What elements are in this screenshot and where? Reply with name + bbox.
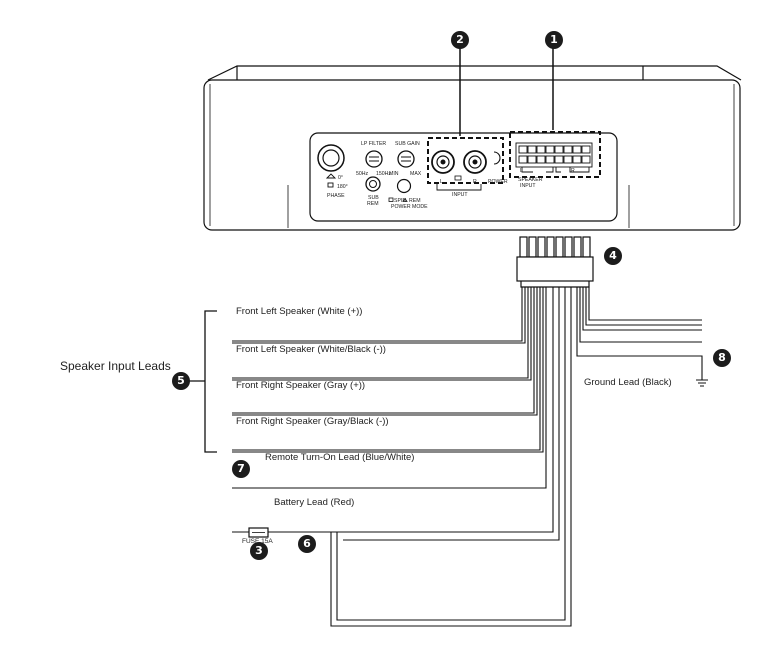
callout-1: 1 [545,31,563,49]
phase-label: PHASE [327,193,345,199]
input-l-label: L [440,179,443,185]
input-r-label: R [473,179,477,185]
remote-lead-label: Remote Turn-On Lead (Blue/White) [265,452,415,463]
rca-input-right [463,150,487,174]
rem-mode-label: REM [409,198,421,204]
min-label: MIN [389,171,399,177]
sub-gain-knob [397,150,415,168]
callout-3: 3 [250,542,268,560]
callout-4: 4 [604,247,622,265]
ground-lead-label: Ground Lead (Black) [584,377,672,388]
sub-label: SUB [368,195,379,201]
callout-6: 6 [298,535,316,553]
front-left-positive-label: Front Left Speaker (White (+)) [236,306,363,317]
spin-label: SPIN [394,198,406,204]
hz150-label: 150Hz [376,171,391,177]
sub-gain-label: SUB GAIN [395,141,420,147]
speaker-input-callout-box [509,131,601,178]
harness-wires [232,287,708,627]
phase-0-label: 0° [338,175,343,181]
front-right-positive-label: Front Right Speaker (Gray (+)) [236,380,366,391]
callout-8: 8 [713,349,731,367]
rem-label: REM [367,201,379,207]
speaker-input-connector [515,142,593,173]
speaker-input-leads-label: Speaker Input Leads [60,359,171,373]
phase-180-label: 180° [337,184,348,190]
input-label: INPUT [452,192,468,198]
phase-switch [317,144,345,188]
max-label: MAX [410,171,422,177]
callout-5: 5 [172,372,190,390]
callout-2: 2 [451,31,469,49]
lp-filter-label: LP FILTER [361,141,386,147]
fuse-label: FUSE 15A [242,538,273,545]
hz50-label: 50Hz [356,171,369,177]
lp-filter-knob [365,150,383,168]
input-bracket [436,175,482,191]
power-label: POWER [488,179,508,185]
speaker-input-label-2: INPUT [520,183,536,189]
sub-rem-jack [365,176,381,192]
callout-7: 7 [232,460,250,478]
speaker-leads-bracket [204,310,217,453]
control-panel [309,132,618,222]
power-mode-label: POWER MODE [391,204,428,210]
harness-connector [516,236,594,288]
front-right-negative-label: Front Right Speaker (Gray/Black (-)) [236,416,389,427]
speaker-input-label: SPEAKER [518,177,543,183]
speaker-r-label: R [571,168,575,174]
battery-lead-label: Battery Lead (Red) [274,497,355,508]
front-left-negative-label: Front Left Speaker (White/Black (-)) [236,344,386,355]
power-mode-switch [388,178,412,202]
rca-callout-box [427,137,504,184]
power-led [493,151,501,165]
speaker-l-label: L [520,168,523,174]
rca-input-left [431,150,455,174]
fuse-15a [248,527,269,538]
